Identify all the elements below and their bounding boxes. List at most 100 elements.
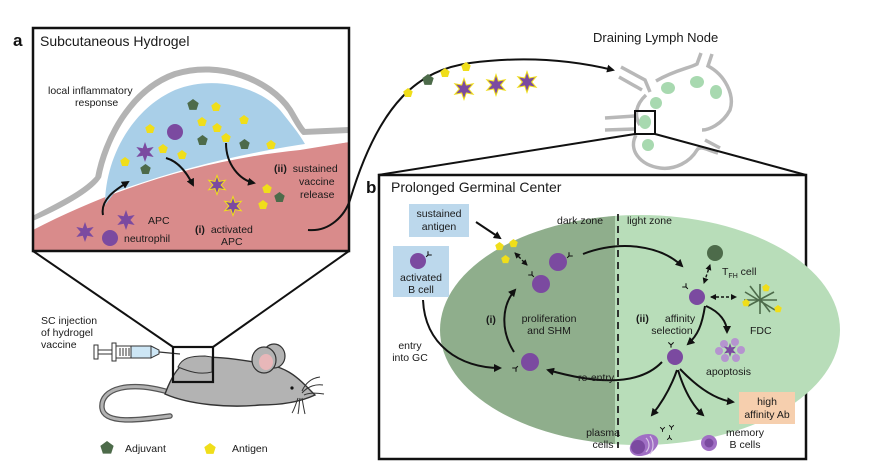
label-activated-prefix: (i) [195, 224, 205, 236]
syringe-icon [93, 342, 181, 362]
label-proliferation-prefix: (i) [486, 314, 496, 326]
panel-b: b Prolonged Germinal Center dark zone li… [366, 173, 840, 461]
label-entry-2: into GC [392, 352, 428, 364]
mouse-eye [290, 386, 294, 390]
legend-adjuvant-icon [100, 441, 114, 454]
label-apoptosis: apoptosis [706, 366, 751, 378]
mouse-illustration: SC injection of hydrogel vaccine [41, 315, 325, 423]
label-response: response [75, 97, 118, 109]
tfh-cell-icon [707, 245, 723, 261]
label-sustained: sustained [293, 163, 338, 175]
label-release: release [300, 189, 335, 201]
label-local-inflammatory: local inflammatory [48, 85, 133, 97]
neutrophil-icon [102, 230, 118, 246]
zoom-line-b-right [654, 133, 807, 176]
panel-a-letter: a [13, 31, 23, 50]
label-neutrophil: neutrophil [124, 233, 170, 245]
label-dark-zone: dark zone [557, 215, 603, 227]
label-vaccine: vaccine [299, 176, 335, 188]
label-activated-apc-line2: APC [221, 236, 243, 248]
activated-apc-icon [456, 80, 472, 98]
fdc-icon [744, 284, 777, 314]
b-cell-icon [532, 275, 550, 293]
activation-arrow [165, 157, 194, 187]
label-fdc: FDC [750, 325, 772, 337]
antibody-arrow [679, 368, 735, 406]
label-affinity-2: selection [651, 325, 693, 337]
high-affinity-ab-box [739, 392, 795, 424]
plasma-cell-icon [629, 433, 659, 457]
label-sustained-prefix: (ii) [274, 163, 287, 175]
label-proliferation-1: proliferation [522, 313, 577, 325]
panel-a-border [31, 26, 351, 253]
selection-arrow [686, 305, 706, 346]
injection-site-box [171, 345, 215, 384]
label-sustained-line1: (ii) sustained [274, 163, 338, 175]
b-cell-icon [549, 253, 567, 271]
label-apc: APC [148, 215, 170, 227]
label-high-aff-2: affinity Ab [744, 409, 789, 421]
trafficking-cargo [403, 62, 538, 101]
lymph-follicles [639, 76, 722, 151]
release-arrow [225, 142, 256, 186]
b-cell-icon [689, 289, 705, 305]
panel-b-letter: b [366, 178, 376, 197]
panel-b-title: Prolonged Germinal Center [391, 179, 562, 195]
label-sustained-antigen-1: sustained [417, 208, 462, 220]
zoom-line-b-left [377, 133, 636, 176]
b-cell-icon [410, 253, 426, 269]
lymph-node: Draining Lymph Node [593, 30, 733, 171]
activated-apc-icon [488, 76, 504, 94]
label-plasma-2: cells [592, 439, 613, 451]
zoom-line-left [32, 250, 174, 348]
recruitment-arrow [101, 180, 130, 216]
mouse-ear-inner [259, 354, 273, 370]
memory-b-cell-nucleus [704, 438, 714, 448]
reentry-arrow [546, 361, 663, 382]
label-injection-1: SC injection [41, 315, 97, 327]
legend-adjuvant-label: Adjuvant [125, 443, 166, 455]
label-activated-apc-line1: (i) activated [195, 224, 253, 236]
label-high-aff-1: high [757, 396, 777, 408]
label-tfh: TFH cell [722, 266, 756, 280]
label-proliferation-2: and SHM [527, 325, 571, 337]
zoom-line-right [212, 250, 350, 348]
proliferation-arrow [503, 288, 517, 353]
label-plasma-1: plasma [586, 427, 620, 439]
panel-a: a Subcutaneous Hydrogel local inflammato… [13, 26, 351, 253]
lymph-node-title: Draining Lymph Node [593, 30, 718, 45]
entry-arrow [422, 299, 502, 372]
selected-b-cell-icon [667, 349, 683, 365]
neutrophil-icon [167, 124, 183, 140]
label-activated-b-2: B cell [408, 284, 434, 296]
label-activated: activated [211, 224, 253, 236]
label-light-zone: light zone [627, 215, 672, 227]
tfh-interaction-arrow [702, 264, 712, 284]
legend-antigen-icon [204, 443, 216, 454]
label-injection-3: vaccine [41, 339, 77, 351]
label-affinity-prefix: (ii) [636, 313, 649, 325]
label-memory-1: memory [726, 427, 765, 439]
legend: Adjuvant Antigen [100, 441, 268, 455]
apoptotic-cell-icon [715, 338, 745, 362]
label-activated-b-1: activated [400, 272, 442, 284]
memory-arrow [677, 369, 705, 417]
b-cell-icon [521, 353, 539, 371]
antigen-arrow [475, 221, 502, 240]
legend-antigen-label: Antigen [232, 443, 268, 455]
plasma-arrow [650, 369, 678, 417]
tissue-contents [76, 174, 285, 246]
label-tfh-suffix: cell [738, 266, 757, 278]
apoptosis-arrow [705, 305, 731, 334]
hydrogel-contents [120, 99, 276, 174]
antigen-interaction-arrow [514, 252, 528, 266]
skin-outline [33, 66, 349, 222]
mouse-whiskers [291, 376, 325, 415]
label-tfh-main: T [722, 266, 729, 278]
label-reentry: re-entry [578, 372, 615, 384]
sustained-antigen-box [409, 204, 469, 237]
activated-apc-icon [519, 73, 535, 91]
label-affinity-1: affinity [665, 313, 696, 325]
label-injection-2: of hydrogel [41, 327, 93, 339]
